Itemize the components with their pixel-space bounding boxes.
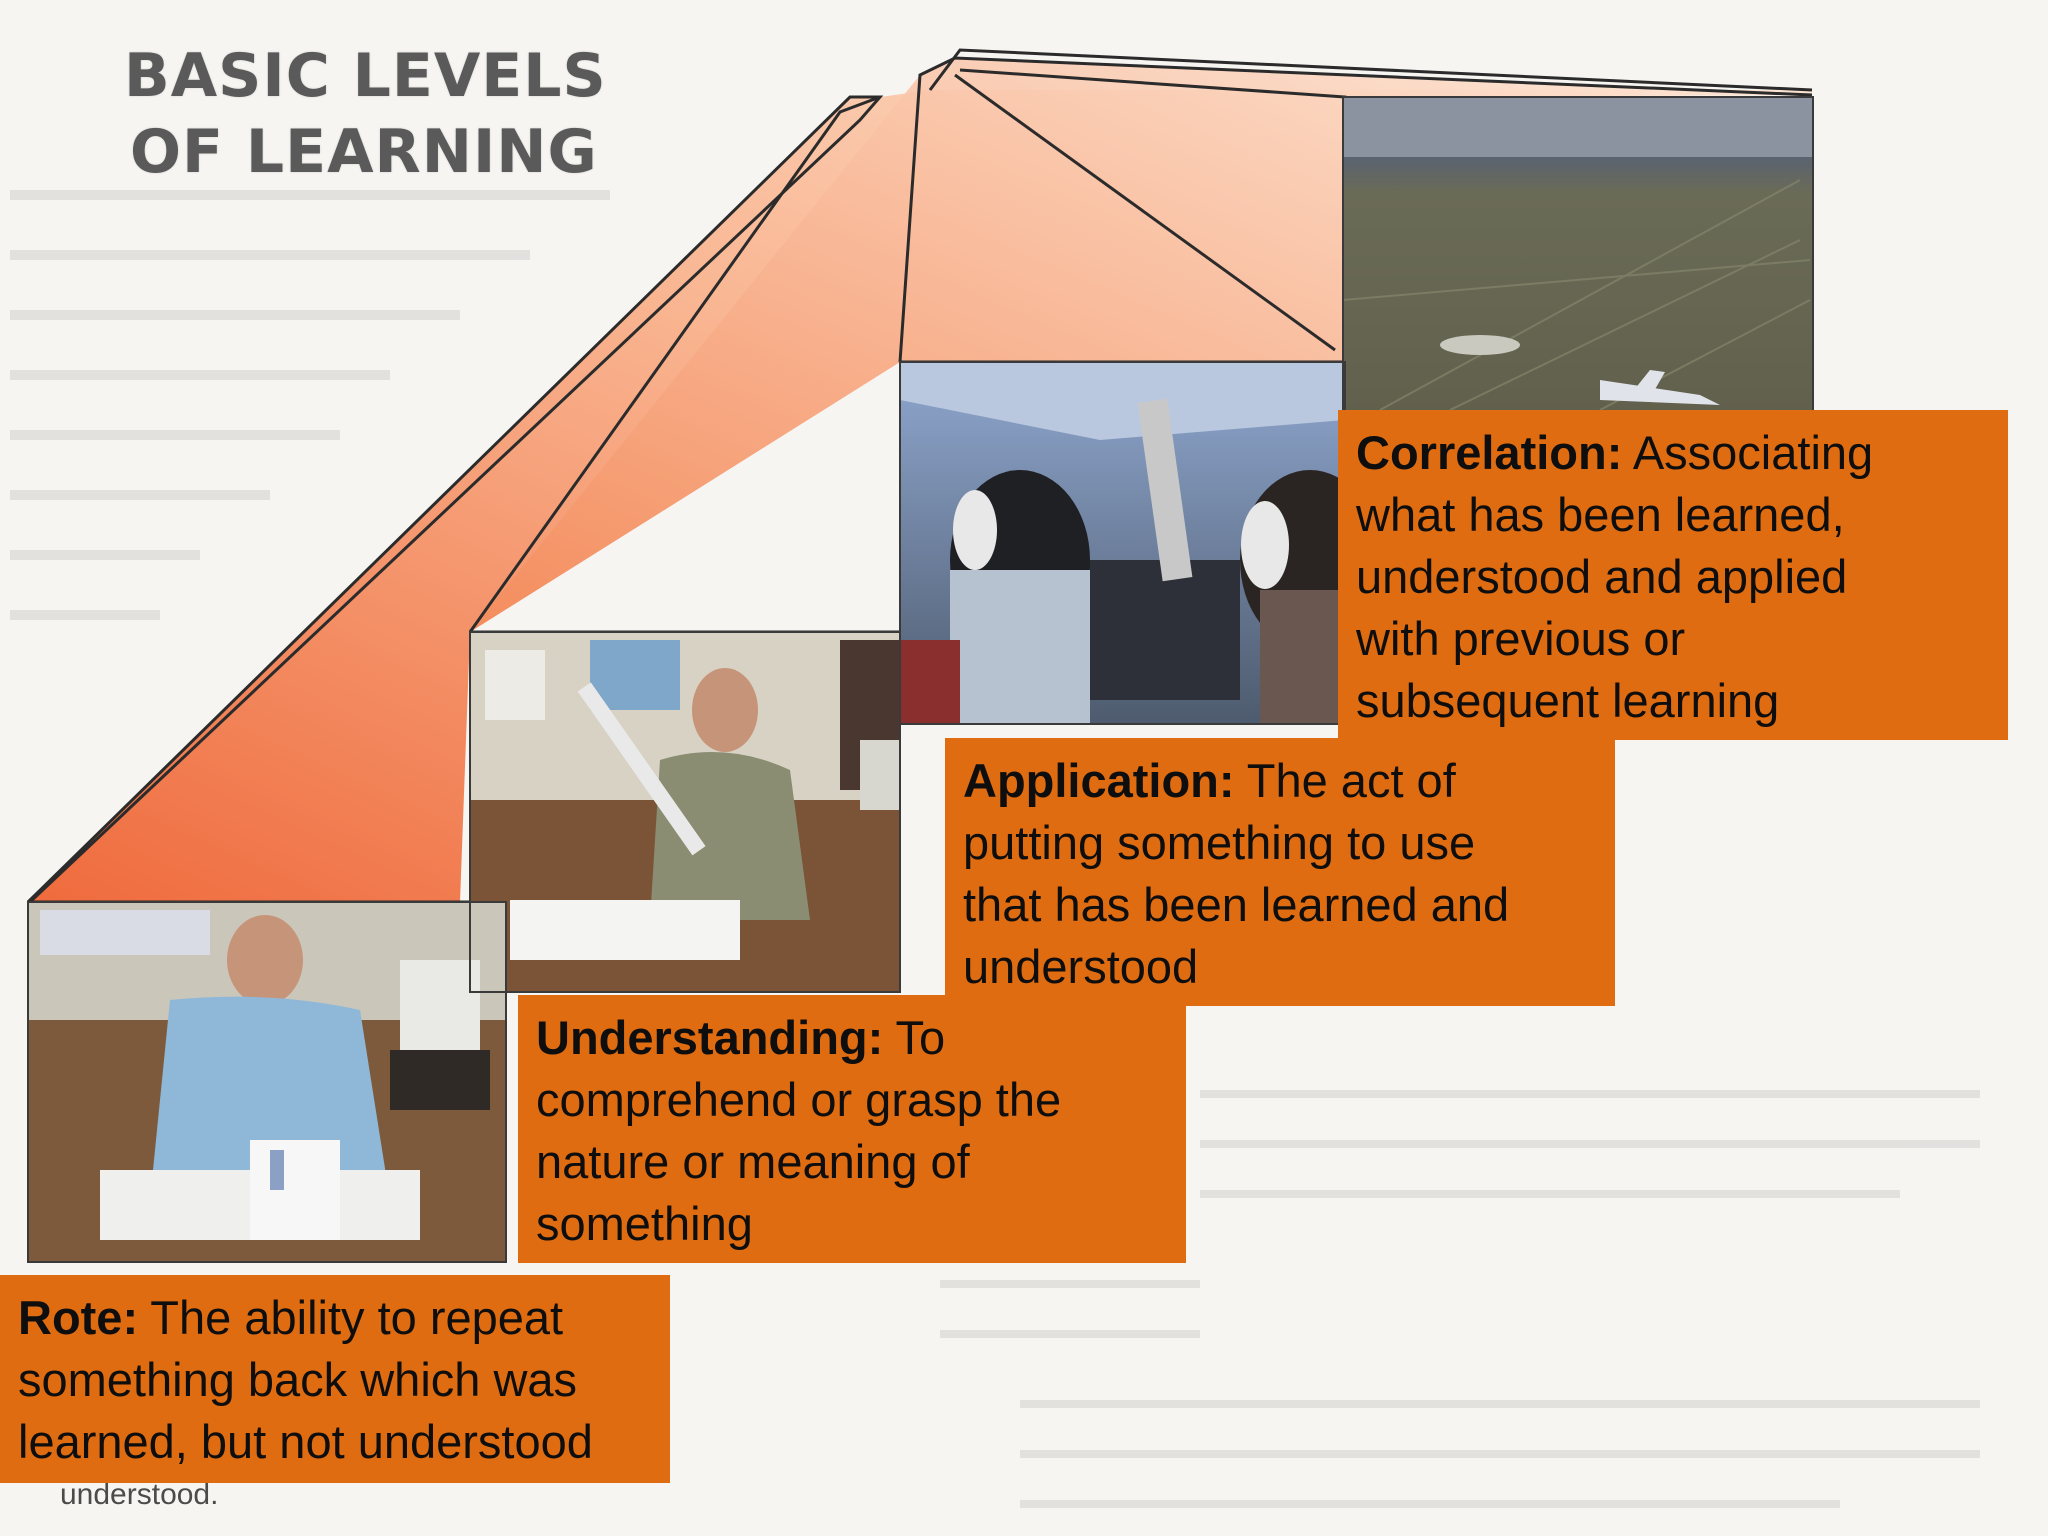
understanding-box: Understanding: To comprehend or grasp th… bbox=[518, 995, 1186, 1263]
application-box: Application: The act of putting somethin… bbox=[945, 738, 1615, 1006]
correlation-line-5: subsequent learning bbox=[1356, 674, 1780, 727]
application-line-3: that has been learned and bbox=[963, 878, 1510, 931]
understanding-line-2: comprehend or grasp the bbox=[536, 1073, 1062, 1126]
cockpit-photo bbox=[900, 362, 1380, 724]
application-line-1: The act of bbox=[1234, 754, 1456, 807]
background-caption: understood. bbox=[60, 1478, 219, 1511]
rote-line-1: The ability to repeat bbox=[138, 1291, 564, 1344]
correlation-line-1: Associating bbox=[1622, 426, 1874, 479]
understanding-line-3: nature or meaning of bbox=[536, 1135, 970, 1188]
background-text-lines bbox=[10, 190, 1980, 1508]
understanding-line-1: To bbox=[883, 1011, 946, 1064]
correlation-line-3: understood and applied bbox=[1356, 550, 1848, 603]
office-photo-rote bbox=[28, 902, 506, 1262]
rote-line-3: learned, but not understood bbox=[18, 1415, 593, 1468]
application-term: Application: bbox=[963, 754, 1235, 807]
rote-box: Rote: The ability to repeat something ba… bbox=[0, 1275, 670, 1483]
understanding-line-4: something bbox=[536, 1197, 753, 1250]
title-line-1: BASIC LEVELS bbox=[124, 41, 607, 111]
correlation-box: Correlation: Associating what has been l… bbox=[1338, 410, 2008, 740]
correlation-term: Correlation: bbox=[1356, 426, 1623, 479]
pyramid-wedge-inner bbox=[470, 58, 1812, 632]
correlation-line-4: with previous or bbox=[1356, 612, 1686, 665]
application-line-4: understood bbox=[963, 940, 1199, 993]
rote-term: Rote: bbox=[18, 1291, 139, 1344]
aerial-photo bbox=[1342, 97, 1813, 417]
title-line-2: OF LEARNING bbox=[130, 117, 598, 187]
understanding-term: Understanding: bbox=[536, 1011, 884, 1064]
rote-line-2: something back which was bbox=[18, 1353, 578, 1406]
office-photo-understanding bbox=[470, 632, 900, 992]
application-line-2: putting something to use bbox=[963, 816, 1476, 869]
diagram-title: BASIC LEVELS OF LEARNING bbox=[124, 38, 607, 190]
correlation-line-2: what has been learned, bbox=[1356, 488, 1845, 541]
